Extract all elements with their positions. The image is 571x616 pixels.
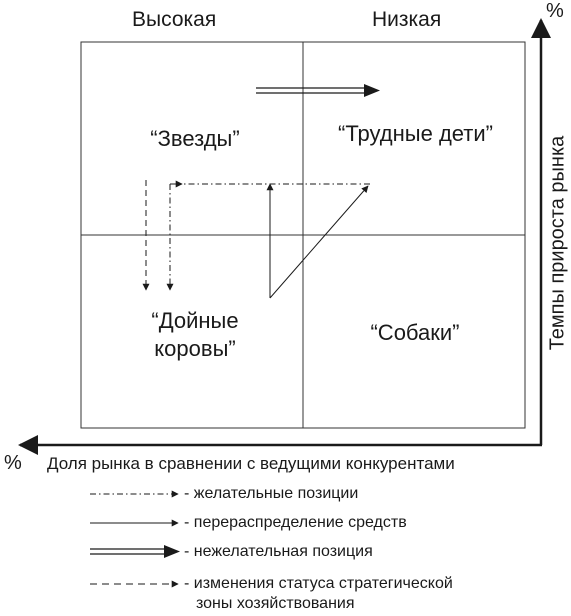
quadrant-label-stars: “Звезды” [150, 126, 240, 151]
undesirable-position-arrow [256, 84, 380, 97]
quadrant-label-dogs: “Собаки” [370, 320, 460, 345]
legend-label-redistribution: - перераспределение средств [184, 514, 407, 531]
x-axis-percent: % [4, 452, 22, 474]
funds-redistribution-arrows [266, 183, 369, 299]
column-header-low: Низкая [372, 8, 442, 31]
legend-label-desirable: - желательные позиции [184, 485, 359, 502]
legend-sample-double [90, 545, 180, 558]
legend-label-status-change-continued: зоны хозяйствования [196, 595, 355, 612]
column-header-high: Высокая [132, 8, 217, 31]
x-axis-label: Доля рынка в сравнении с ведущими конкур… [47, 454, 455, 473]
legend-label-status-change: - изменения статуса стратегической [184, 575, 453, 592]
quadrant-label-question-marks: “Трудные дети” [338, 121, 493, 146]
quadrant-label-cash-cows: “Дойные коровы” [120, 307, 270, 363]
quadrant-label-cash-cows-line2: коровы” [154, 336, 236, 361]
quadrant-label-cash-cows-line1: “Дойные [151, 308, 239, 333]
legend-label-undesirable: - нежелательная позиция [184, 543, 373, 560]
y-axis-percent: % [546, 0, 564, 22]
y-axis-label: Темпы прироста рынка [546, 135, 569, 351]
